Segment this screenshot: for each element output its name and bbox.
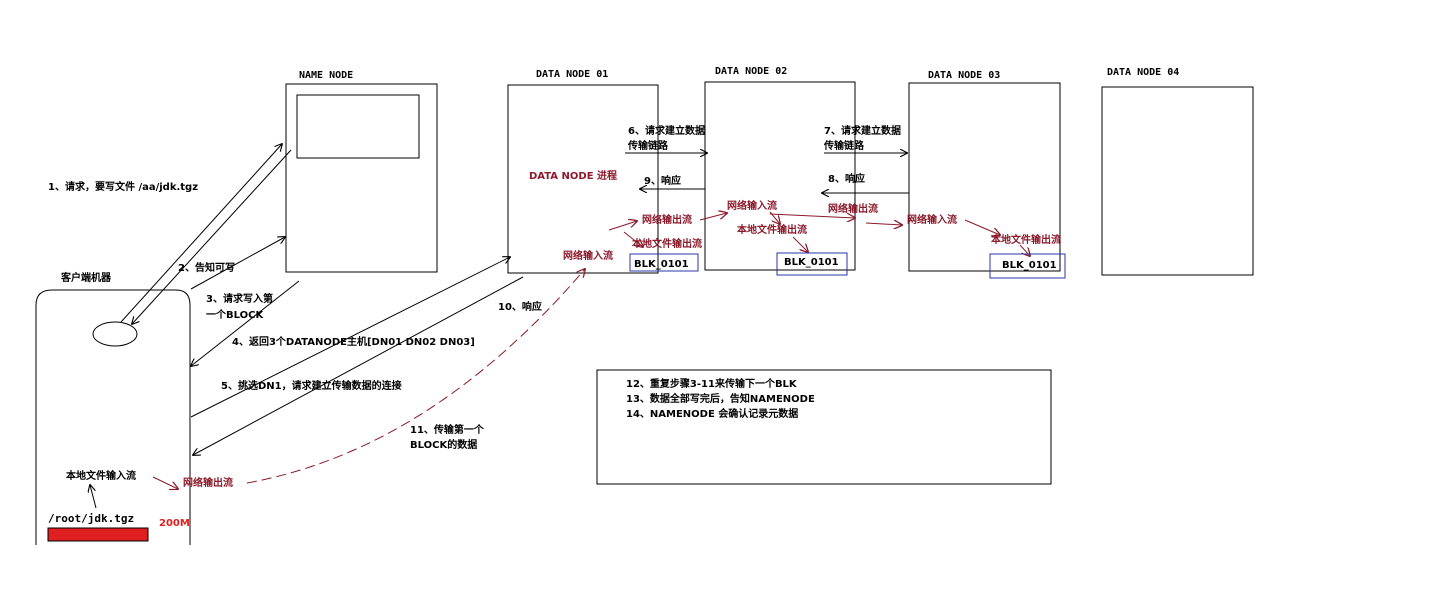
dn3-net-in-label: 网络输入流 — [907, 213, 957, 226]
data-node-04: DATA NODE 04 — [1101, 67, 1254, 276]
note-line-13: 13、数据全部写完后，告知NAMENODE — [626, 392, 815, 405]
stream-to-net-arrow — [152, 476, 178, 489]
step2-arrow — [132, 149, 292, 324]
data-node-04-box — [1101, 86, 1254, 276]
dn2-net-in-label: 网络输入流 — [727, 199, 777, 212]
step5-label: 5、挑选DN1，请求建立传输数据的连接 — [221, 379, 402, 392]
dn1-in-to-local-arrow — [623, 231, 643, 247]
step3-label-line1: 3、请求写入第 — [206, 292, 273, 305]
step10-label: 10、响应 — [498, 300, 542, 313]
dn3-in-to-local-arrow — [964, 219, 1000, 235]
step11-label-line2: BLOCK的数据 — [410, 438, 477, 451]
dn1-local-out-label: 本地文件输出流 — [632, 237, 702, 250]
notes-border — [596, 369, 1052, 485]
step3-label-line2: 一个BLOCK — [206, 308, 264, 321]
step8-label: 8、响应 — [828, 172, 865, 185]
client-machine: 客户端机器 本地文件输入流 网络输出流 /root/jdk.tgz 200M — [35, 271, 233, 545]
step6-label-line1: 6、请求建立数据 — [628, 124, 705, 137]
name-node: NAME NODE — [285, 70, 438, 273]
dn2-in-to-out-arrow — [769, 214, 855, 218]
client-datanode-arrows: 5、挑选DN1，请求建立传输数据的连接 10、响应 11、传输第一个 BLOCK… — [190, 257, 585, 484]
dn2-block-box — [776, 252, 848, 276]
data-node-process-label: DATA NODE 进程 — [529, 169, 617, 182]
block-replicas: BLK_0101 BLK_0101 BLK_0101 — [629, 252, 1066, 279]
client-port-ellipse — [92, 321, 138, 347]
dn1-out-to-dn2-in-arrow — [699, 213, 727, 221]
data-node-03-title: DATA NODE 03 — [928, 70, 1000, 81]
file-to-stream-arrow — [90, 485, 97, 509]
step5-arrow — [190, 257, 510, 418]
data-node-03: DATA NODE 03 — [908, 70, 1061, 272]
pipeline-arrows: 6、请求建立数据 传输链路 9、响应 7、请求建立数据 传输链路 8、响应 — [608, 124, 1030, 256]
client-file-size: 200M — [159, 518, 190, 529]
step4-label: 4、返回3个DATANODE主机[DN01 DN02 DN03] — [232, 335, 475, 348]
name-node-title: NAME NODE — [299, 70, 353, 81]
dn1-block-label: BLK_0101 — [634, 259, 689, 270]
data-node-02-box — [704, 81, 856, 271]
client-net-output-label: 网络输出流 — [183, 476, 233, 489]
dn2-in-to-local-arrow — [769, 211, 780, 224]
name-node-inner-box — [296, 94, 420, 159]
note-line-14: 14、NAMENODE 会确认记录元数据 — [626, 407, 798, 420]
step1-arrow — [120, 144, 282, 323]
step4-arrow — [191, 280, 300, 366]
client-file-bar — [47, 527, 149, 542]
data-node-02-title: DATA NODE 02 — [715, 66, 787, 77]
client-file-path: /root/jdk.tgz — [48, 512, 134, 525]
data-node-03-box — [908, 82, 1061, 272]
client-namenode-arrows: 1、请求，要写文件 /aa/jdk.tgz 2、告知可写 3、请求写入第 一个B… — [48, 144, 475, 366]
stream-labels: 网络输入流 网络输出流 本地文件输出流 网络输入流 本地文件输出流 网络输出流 … — [563, 199, 1061, 262]
name-node-box — [285, 83, 438, 273]
client-machine-body — [35, 289, 191, 545]
step3-arrow — [190, 237, 285, 290]
data-node-04-title: DATA NODE 04 — [1107, 67, 1179, 78]
dn1-net-out-label: 网络输出流 — [642, 213, 692, 226]
notes-box: 12、重复步骤3-11来传输下一个BLK 13、数据全部写完后，告知NAMENO… — [596, 369, 1052, 485]
dn2-net-out-label: 网络输出流 — [828, 202, 878, 215]
client-local-input-label: 本地文件输入流 — [66, 469, 136, 482]
step10-arrow — [193, 276, 524, 455]
step7-label-line1: 7、请求建立数据 — [824, 124, 901, 137]
step1-label: 1、请求，要写文件 /aa/jdk.tgz — [48, 180, 198, 193]
step7-label-line2: 传输链路 — [823, 139, 865, 152]
dn3-block-box — [989, 253, 1066, 279]
data-node-02: DATA NODE 02 — [704, 66, 856, 271]
dn2-local-to-block-arrow — [792, 236, 808, 252]
dn2-local-out-label: 本地文件输出流 — [737, 223, 807, 236]
step6-label-line2: 传输链路 — [627, 139, 669, 152]
step11-label-line1: 11、传输第一个 — [410, 423, 485, 436]
step2-label: 2、告知可写 — [178, 261, 235, 274]
dn1-net-in-label: 网络输入流 — [563, 249, 613, 262]
dn2-block-label: BLK_0101 — [784, 257, 839, 268]
step11-dashed-arrow — [246, 269, 585, 484]
dn3-local-out-label: 本地文件输出流 — [991, 233, 1061, 246]
dn1-in-to-out-arrow — [608, 221, 637, 231]
step9-label: 9、响应 — [644, 174, 681, 187]
data-node-01-title: DATA NODE 01 — [536, 69, 608, 80]
dn1-block-box — [629, 253, 699, 272]
client-machine-title: 客户端机器 — [60, 271, 112, 284]
dn2-out-to-dn3-in-arrow — [865, 223, 902, 225]
note-line-12: 12、重复步骤3-11来传输下一个BLK — [626, 377, 798, 390]
dn3-block-label: BLK_0101 — [1002, 260, 1057, 271]
